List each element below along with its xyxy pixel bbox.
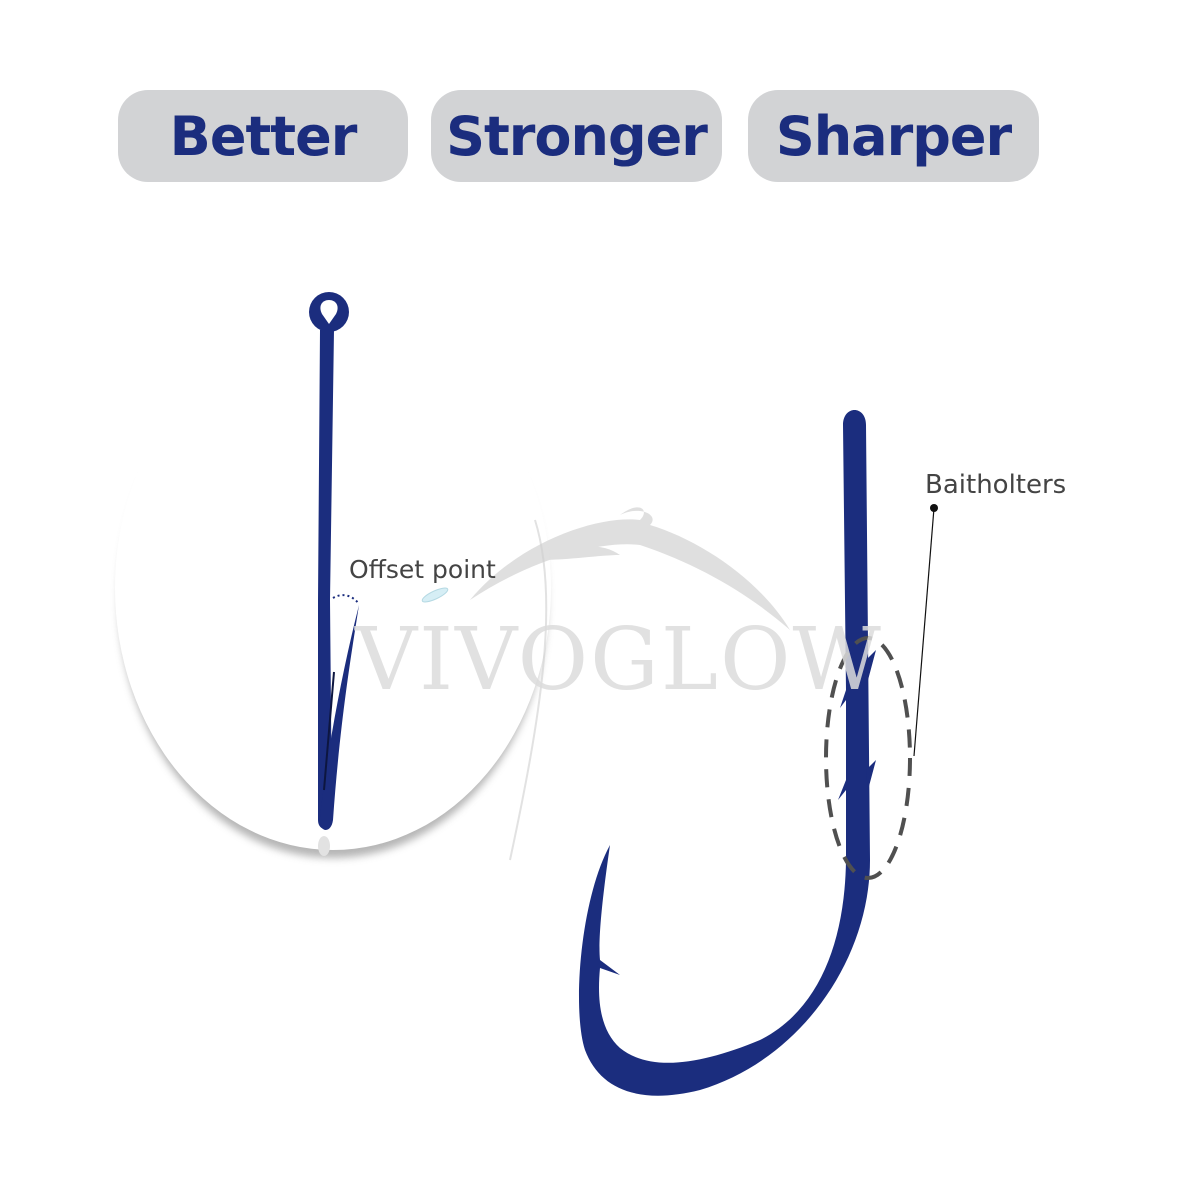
offset-point-label: Offset point	[349, 555, 496, 584]
baitholders-label: Baitholters	[925, 470, 1067, 500]
watermark-dolphin-icon	[470, 507, 790, 630]
badge-sharper: Sharper	[748, 90, 1039, 182]
baitholder-leader-dot	[930, 504, 938, 512]
side-view-oval	[100, 250, 570, 858]
badge-stronger-label: Stronger	[446, 104, 708, 168]
hook-front-view	[578, 410, 876, 1096]
badge-stronger: Stronger	[431, 90, 722, 182]
watermark-brand: VIVOGLOW	[355, 610, 883, 710]
hook-side-view	[309, 292, 360, 856]
badge-better: Better	[118, 90, 408, 182]
baitholder-leader-line	[913, 507, 935, 757]
badge-sharper-label: Sharper	[775, 104, 1012, 168]
badge-better-label: Better	[169, 104, 358, 168]
baitholder-highlight-ellipse	[824, 636, 912, 880]
